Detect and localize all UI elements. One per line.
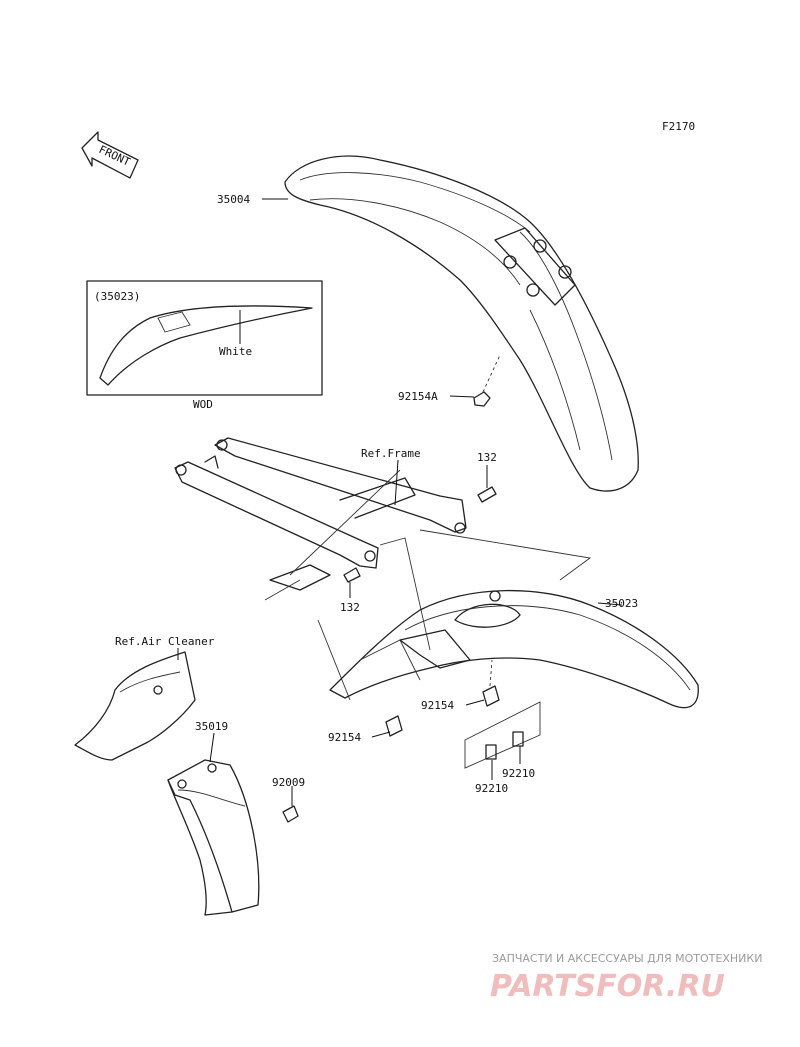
front-label: FRONT bbox=[97, 143, 133, 169]
screw-92009 bbox=[282, 805, 299, 823]
callout-35004: 35004 bbox=[217, 193, 250, 206]
bolt-92154a bbox=[473, 354, 501, 407]
callout-35019: 35019 bbox=[195, 720, 228, 733]
bolt-92154-left bbox=[385, 715, 403, 737]
inset-variant: WOD bbox=[193, 398, 213, 411]
rear-fender bbox=[329, 589, 699, 709]
bolt-92154-right bbox=[482, 659, 500, 707]
bolt-132-upper bbox=[477, 486, 497, 503]
rear-frame bbox=[174, 437, 467, 601]
mud-flap bbox=[167, 759, 260, 916]
air-cleaner bbox=[74, 651, 196, 761]
ref-frame: Ref.Frame bbox=[361, 447, 421, 460]
callout-92009: 92009 bbox=[272, 776, 305, 789]
front-fender bbox=[284, 155, 639, 492]
inset-color-note: White bbox=[219, 345, 252, 358]
front-arrow-icon: FRONT bbox=[81, 131, 139, 179]
callout-92154a: 92154A bbox=[398, 390, 438, 403]
inset-ref: (35023) bbox=[94, 290, 140, 303]
watermark-caption: ЗАПЧАСТИ И АКСЕССУАРЫ ДЛЯ МОТОТЕХНИКИ bbox=[492, 952, 762, 965]
callout-92154-right: 92154 bbox=[421, 699, 454, 712]
watermark-brand: PARTSFOR.RU bbox=[490, 969, 725, 1004]
bolt-132-lower bbox=[343, 567, 361, 583]
inset-box: (35023) White bbox=[86, 280, 323, 396]
callout-92210-left: 92210 bbox=[475, 782, 508, 795]
nut-group bbox=[464, 701, 541, 769]
assembly-guides bbox=[317, 529, 592, 701]
callout-92210-right: 92210 bbox=[502, 767, 535, 780]
callout-132-lower: 132 bbox=[340, 601, 360, 614]
callout-132-upper: 132 bbox=[477, 451, 497, 464]
figure-code: F2170 bbox=[662, 120, 695, 133]
callout-35023: 35023 bbox=[605, 597, 638, 610]
ref-air-cleaner: Ref.Air Cleaner bbox=[115, 635, 215, 648]
callout-92154-left: 92154 bbox=[328, 731, 361, 744]
